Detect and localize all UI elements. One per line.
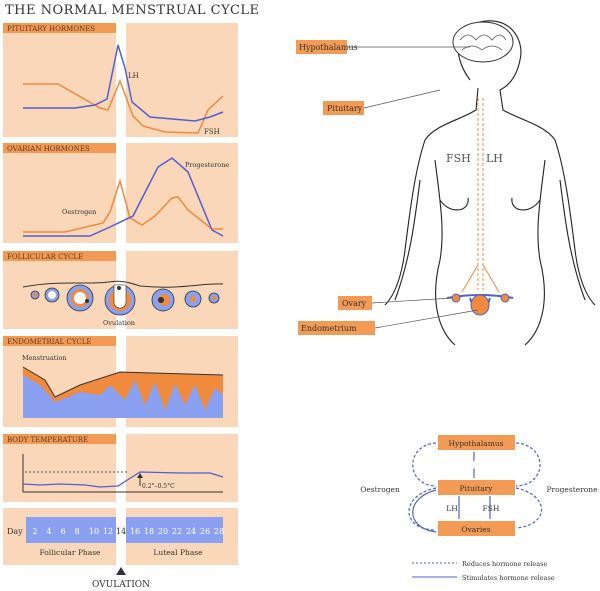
day-tick: 22 xyxy=(172,527,182,536)
day-tick: 12 xyxy=(103,527,113,536)
fsh-label: FSH xyxy=(204,128,220,136)
female-body-outline xyxy=(384,20,596,346)
endometrium-illustration xyxy=(22,366,224,418)
ovary-tag xyxy=(338,296,372,310)
day-tick: 14 xyxy=(116,527,126,536)
fsh-curve xyxy=(23,78,224,134)
follicular-header: FOLLICULAR CYCLE xyxy=(7,253,83,261)
follicle-illustration xyxy=(22,280,224,316)
legend-reduces-label: Reduces hormone release xyxy=(462,560,547,568)
day-label: Day xyxy=(7,527,23,536)
reproductive-organs-icon xyxy=(446,98,514,316)
feedback-oestrogen-label: Oestrogen xyxy=(360,485,400,494)
feedback-pituitary-box xyxy=(438,480,515,495)
ovarian-header-bar xyxy=(3,143,116,153)
follicular-day-band xyxy=(26,517,116,543)
lh-label: LH xyxy=(128,72,139,80)
feedback-hypothalamus-box xyxy=(438,435,515,450)
oestrogen-curve xyxy=(23,178,223,233)
feedback-arrows xyxy=(408,442,543,533)
feedback-lh-label: LH xyxy=(446,504,458,513)
day-tick: 6 xyxy=(60,527,65,536)
body-hypothalamus-label: Hypothalamus xyxy=(299,43,358,52)
endometrial-header-bar xyxy=(3,336,116,346)
day-tick: 4 xyxy=(46,527,51,536)
temperature-chart xyxy=(22,454,224,493)
day-tick: 8 xyxy=(74,527,79,536)
body-pituitary-label: Pituitary xyxy=(327,104,363,113)
temperature-header-bar xyxy=(3,434,116,444)
temperature-header: BODY TEMPERATURE xyxy=(7,436,88,444)
brain-icon xyxy=(452,21,514,63)
gnrh-label: GnRH xyxy=(464,460,487,469)
feedback-fsh-label: FSH xyxy=(483,504,500,513)
day-tick: 26 xyxy=(200,527,210,536)
diagram-title: THE NORMAL MENSTRUAL CYCLE xyxy=(5,3,260,18)
follicular-phase-label: Follicular Phase xyxy=(39,548,101,557)
ovulation-marker-label: OVULATION xyxy=(92,580,150,590)
progesterone-label: Progesterone xyxy=(185,161,229,169)
feedback-ovaries-label: Ovaries xyxy=(461,525,490,534)
luteal-phase-label: Luteal Phase xyxy=(153,548,203,557)
body-lh-label: LH xyxy=(486,152,503,165)
feedback-progesterone-label: Progesterone xyxy=(546,485,598,494)
day-tick: 24 xyxy=(186,527,196,536)
day-tick: 2 xyxy=(32,527,37,536)
feedback-hypothalamus-label: Hypothalamus xyxy=(448,439,503,448)
day-tick: 28 xyxy=(214,527,224,536)
day-tick: 10 xyxy=(89,527,99,536)
temperature-rise-label: 0.2°–0.5°C xyxy=(142,483,175,490)
endometrium-tag xyxy=(298,321,375,335)
feedback-ovaries-box xyxy=(438,521,515,536)
pituitary-header: PITUITARY HORMONES xyxy=(7,25,95,33)
feedback-pituitary-label: Pituitary xyxy=(460,484,494,493)
pituitary-tag xyxy=(323,101,364,115)
hypothalamus-tag xyxy=(296,40,347,54)
ovulation-marker-icon xyxy=(116,567,126,575)
temperature-curve xyxy=(22,471,224,488)
day-tick: 18 xyxy=(144,527,154,536)
lh-curve xyxy=(23,44,224,122)
day-tick: 16 xyxy=(130,527,140,536)
luteal-day-band xyxy=(126,517,223,543)
menstruation-label: Menstruation xyxy=(22,354,67,362)
progesterone-curve xyxy=(23,157,224,237)
endometrial-header: ENDOMETRIAL CYCLE xyxy=(7,338,91,346)
body-ovary-label: Ovary xyxy=(342,299,367,308)
body-fsh-label: FSH xyxy=(446,152,471,165)
body-endometrium-label: Endometrium xyxy=(301,324,357,333)
oestrogen-label: Oestrogen xyxy=(62,208,96,216)
ovulation-label: Ovulation xyxy=(103,319,135,327)
day-tick: 20 xyxy=(158,527,168,536)
follicular-header-bar xyxy=(3,251,116,261)
legend-stimulates-label: Stimulates hormone release xyxy=(462,574,555,582)
pituitary-header-bar xyxy=(3,23,116,33)
ovarian-header: OVARIAN HORMONES xyxy=(7,145,90,153)
